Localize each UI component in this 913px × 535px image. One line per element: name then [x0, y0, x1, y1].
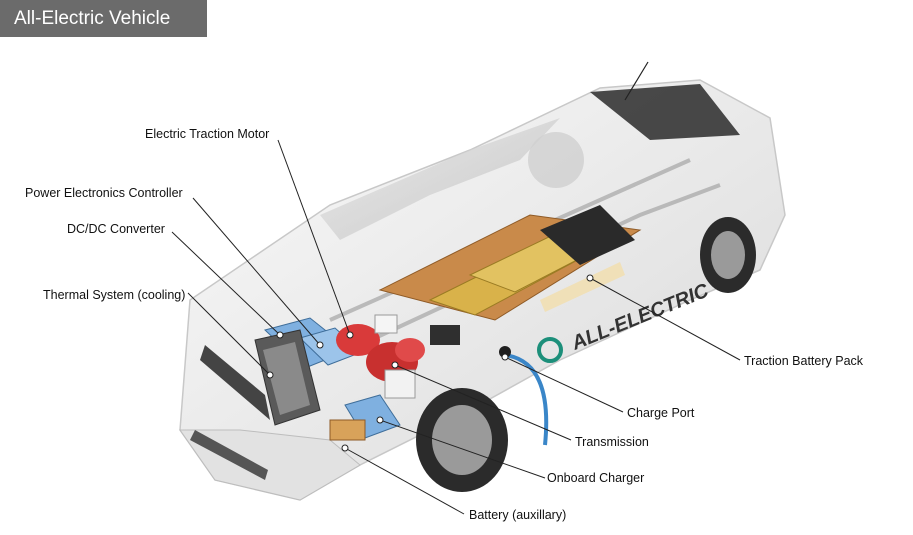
antenna [624, 61, 649, 101]
page-title: All-Electric Vehicle [0, 0, 207, 37]
leader-lines [171, 139, 741, 515]
label-traction-motor: Electric Traction Motor [145, 127, 270, 141]
wheels [416, 132, 756, 492]
label-charge-port: Charge Port [627, 406, 695, 420]
label-power-electronics: Power Electronics Controller [25, 186, 183, 200]
thermal-system [254, 329, 321, 426]
power-electronics [264, 317, 401, 439]
label-traction-battery-pack: Traction Battery Pack [744, 354, 864, 368]
label-onboard-charger: Onboard Charger [547, 471, 645, 485]
label-aux-battery: Battery (auxillary) [469, 508, 567, 522]
traction-battery-pack [378, 205, 642, 321]
charge-port-socket [499, 346, 511, 358]
car-badge-logo [537, 337, 563, 363]
leader-dots [266, 274, 594, 452]
label-transmission: Transmission [575, 435, 649, 449]
aux-battery [329, 419, 366, 441]
transmission-unit [384, 369, 416, 399]
label-thermal-system: Thermal System (cooling) [43, 288, 186, 302]
label-dcdc-converter: DC/DC Converter [67, 222, 165, 236]
reservoir [374, 314, 398, 334]
controller-box [430, 325, 460, 345]
